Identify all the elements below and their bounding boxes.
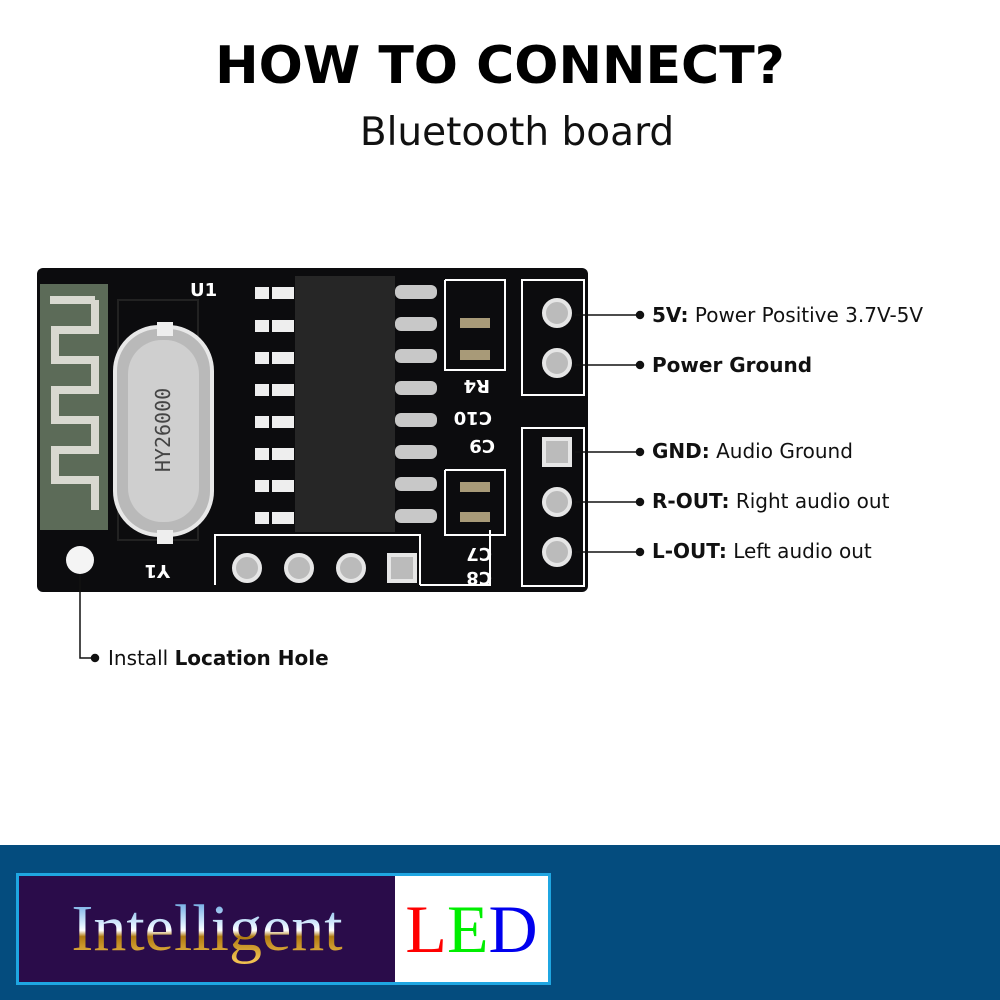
c8-marking: C8 <box>466 567 492 588</box>
pin-audio-gnd <box>542 437 572 467</box>
bluetooth-board-diagram: HY26000 U1 Y1 R4 C10 C9 C7 C8 <box>37 268 645 663</box>
page-title: HOW TO CONNECT? <box>215 36 785 96</box>
pin-l-out <box>542 537 572 567</box>
smd-outlines <box>214 279 506 586</box>
page-subtitle: Bluetooth board <box>359 110 675 155</box>
y1-marking: Y1 <box>144 560 171 581</box>
callout-r-out: R-OUT: Right audio out <box>652 489 890 513</box>
c10-marking: C10 <box>454 407 492 428</box>
u1-marking: U1 <box>190 280 217 301</box>
chip-pads-left <box>255 287 294 524</box>
callout-gnd: GND: Audio Ground <box>652 439 853 463</box>
logo-letter-d: D <box>488 890 538 967</box>
callout-power-ground: Power Ground <box>652 353 813 377</box>
callout-5v: 5V: Power Positive 3.7V-5V <box>652 303 924 327</box>
audio-header-outline <box>521 427 585 587</box>
logo-word-intelligent: Intelligent <box>71 892 343 965</box>
bluetooth-chip <box>295 276 395 532</box>
logo-letter-l: L <box>405 890 447 967</box>
logo-letter-e: E <box>446 890 489 967</box>
callout-l-out: L-OUT: Left audio out <box>652 539 872 563</box>
pin-r-out <box>542 487 572 517</box>
crystal-marking: HY26000 <box>151 388 175 472</box>
callout-lines <box>79 310 645 663</box>
pin-5v <box>542 298 572 328</box>
antenna-trace <box>50 296 99 510</box>
callout-install-hole: Install Location Hole <box>108 646 329 670</box>
r4-marking: R4 <box>464 375 490 396</box>
power-header-outline <box>521 279 585 396</box>
c9-marking: C9 <box>469 435 495 456</box>
pin-power-ground <box>542 348 572 378</box>
location-hole <box>66 546 94 574</box>
c7-marking: C7 <box>466 543 492 564</box>
chip-pads-right <box>395 285 437 523</box>
